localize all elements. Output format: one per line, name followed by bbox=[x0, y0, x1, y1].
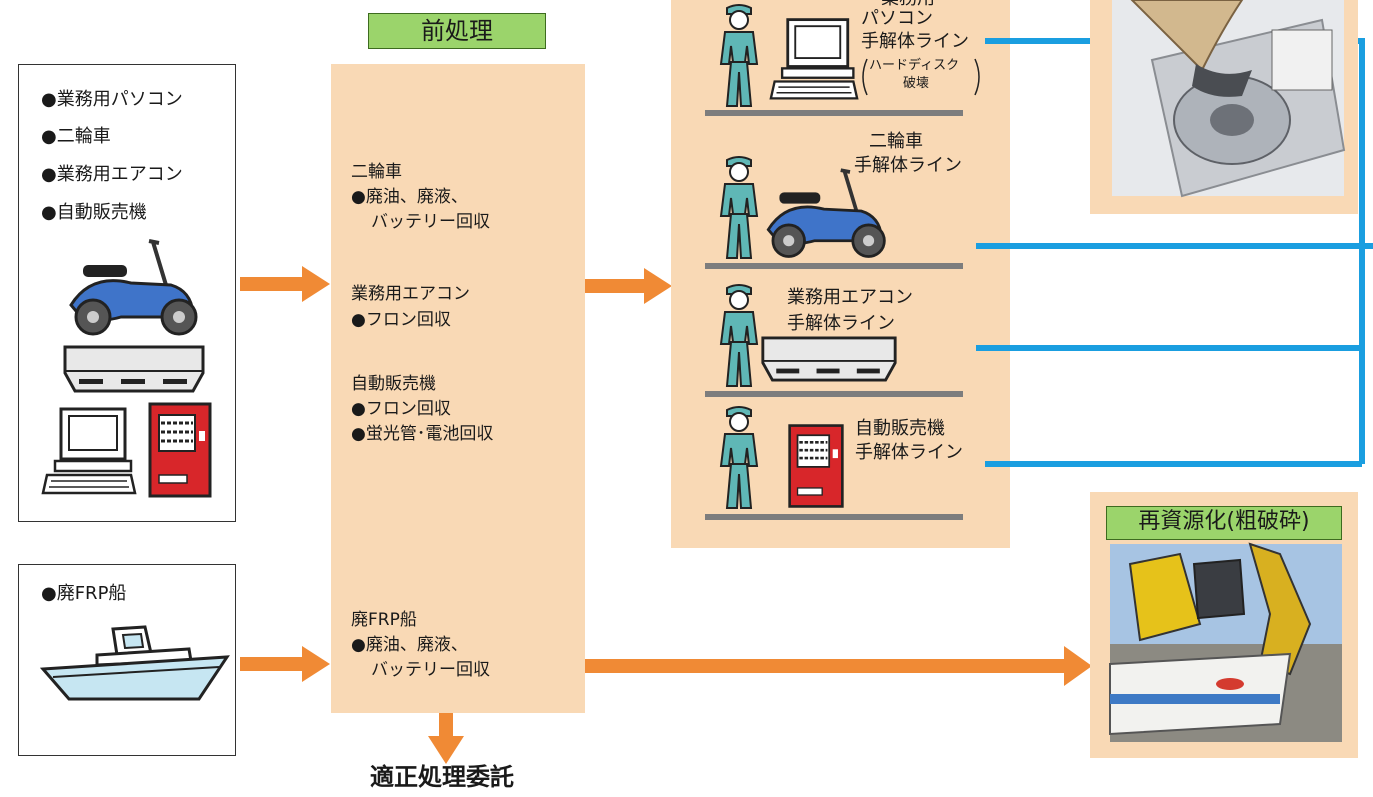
crushing-photo bbox=[1109, 542, 1342, 742]
arrow-inputs-to-preprocess bbox=[240, 266, 330, 302]
pc-line-note: ハードディスク 破壊 bbox=[859, 57, 989, 97]
shelf-aircon bbox=[705, 391, 963, 397]
vending-line-label-2: 手解体ライン bbox=[855, 442, 963, 463]
pre-aircon-title: 業務用エアコン bbox=[351, 284, 470, 304]
input-box-products: ●業務用パソコン ●二輪車 ●業務用エアコン ●自動販売機 bbox=[18, 64, 236, 522]
arrow-preprocess-to-lines bbox=[584, 268, 672, 304]
preprocess-label: 前処理 bbox=[368, 13, 546, 49]
computer-icon bbox=[41, 407, 137, 495]
aircon-icon-line bbox=[761, 336, 897, 382]
aircon-line-label-2: 手解体ライン bbox=[787, 313, 895, 334]
pre-motorcycle-title: 二輪車 bbox=[351, 162, 402, 182]
pre-frp-title: 廃FRP船 bbox=[351, 610, 417, 630]
recycle-panel: 再資源化(粗破砕) bbox=[1090, 492, 1358, 758]
worker-icon-vending bbox=[719, 406, 759, 509]
moto-line-label-2: 手解体ライン bbox=[854, 155, 962, 176]
shelf-motorcycle bbox=[705, 263, 963, 269]
input-item-vending: ●自動販売機 bbox=[41, 202, 147, 223]
note-paren-left bbox=[862, 58, 868, 96]
scooter-icon bbox=[69, 239, 198, 336]
input-item-pc: ●業務用パソコン bbox=[41, 89, 183, 110]
scooter-icon-line bbox=[766, 168, 886, 258]
consign-label: 適正処理委託 bbox=[370, 763, 514, 791]
pre-motorcycle-step-2: バッテリー回収 bbox=[371, 212, 490, 232]
computer-icon-line bbox=[769, 18, 859, 100]
input-item-aircon: ●業務用エアコン bbox=[41, 164, 183, 185]
aircon-line-label-1: 業務用エアコン bbox=[787, 287, 913, 308]
pc-line-label-2: パソコン bbox=[861, 8, 933, 29]
pre-motorcycle-step-1: ●廃油、廃液、 bbox=[351, 187, 468, 207]
pre-aircon-step-1: ●フロン回収 bbox=[351, 310, 451, 330]
pre-frp-step-2: バッテリー回収 bbox=[371, 660, 490, 680]
moto-line-label-1: 二輪車 bbox=[869, 131, 923, 152]
worker-icon-motorcycle bbox=[719, 156, 759, 259]
pc-line-note-2: 破壊 bbox=[903, 76, 930, 91]
recycle-label: 再資源化(粗破砕) bbox=[1106, 506, 1342, 540]
aircon-icon bbox=[63, 345, 205, 393]
preprocess-panel: 二輪車 ●廃油、廃液、 バッテリー回収 業務用エアコン ●フロン回収 自動販売機… bbox=[331, 64, 585, 713]
pc-line-note-1: ハードディスク bbox=[869, 58, 960, 73]
note-paren-right bbox=[974, 58, 980, 96]
shelf-vending bbox=[705, 514, 963, 520]
pre-frp-step-1: ●廃油、廃液、 bbox=[351, 635, 468, 655]
worker-icon-pc bbox=[719, 4, 759, 107]
vending-line-label-1: 自動販売機 bbox=[855, 418, 945, 439]
arrow-preprocess-to-recycle bbox=[584, 646, 1092, 686]
worker-icon-aircon bbox=[719, 284, 759, 387]
input-item-motorcycle: ●二輪車 bbox=[41, 126, 111, 147]
pc-line-label-1: 業務用 bbox=[881, 0, 935, 10]
pre-vending-title: 自動販売機 bbox=[351, 374, 436, 394]
vending-machine-icon-line bbox=[788, 424, 844, 508]
hdd-dismantling-photo bbox=[1112, 0, 1346, 198]
input-item-frp-boat: ●廃FRP船 bbox=[41, 583, 127, 604]
shelf-pc bbox=[705, 110, 963, 116]
pc-line-label-3: 手解体ライン bbox=[861, 31, 969, 52]
vending-machine-icon bbox=[148, 402, 212, 498]
boat-icon bbox=[39, 625, 230, 701]
hdd-photo-panel bbox=[1090, 0, 1358, 214]
dismantling-lines-panel: 業務用 パソコン 手解体ライン ハードディスク 破壊 二輪車 手解体ライン bbox=[671, 0, 1010, 548]
pre-vending-step-2: ●蛍光管･電池回収 bbox=[351, 424, 494, 444]
input-box-boat: ●廃FRP船 bbox=[18, 564, 236, 756]
pre-vending-step-1: ●フロン回収 bbox=[351, 399, 451, 419]
arrow-boat-to-preprocess bbox=[240, 646, 330, 682]
